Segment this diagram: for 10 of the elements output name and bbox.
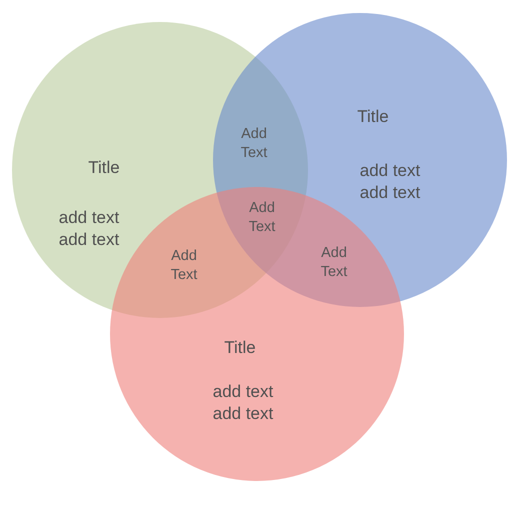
overlap-label: Add Text (170, 247, 198, 285)
circle-title: Title (88, 156, 120, 179)
circle-text: add text add text (58, 206, 120, 251)
circle-title: Title (357, 106, 389, 128)
overlap-label: Add Text (320, 244, 348, 282)
circle-text: add text add text (212, 380, 274, 425)
circle-text: add text add text (358, 160, 422, 204)
overlap-label: Add Text (240, 125, 268, 163)
circle-title: Title (224, 336, 256, 359)
overlap-label: Add Text (248, 199, 276, 237)
